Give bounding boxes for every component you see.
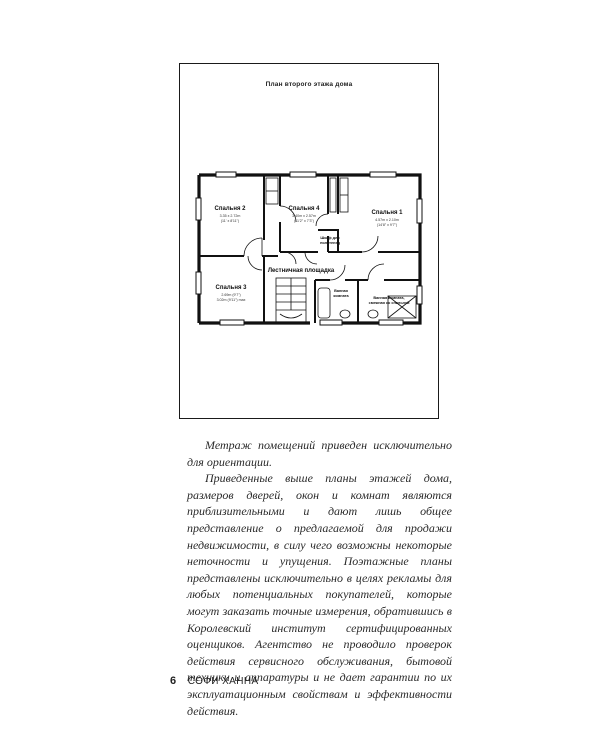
bedroom3-dim-ft: 3.02m (9'11") max xyxy=(217,298,246,302)
ensuite-label-2: смежная со спальней xyxy=(369,301,411,305)
page-number: 6 xyxy=(170,675,177,687)
door-swings xyxy=(243,205,385,281)
staircase xyxy=(275,277,307,323)
bedroom2-dim-ft: (11' x 8'11") xyxy=(221,219,239,223)
floor-plan-drawing: Спальня 2 3.35 x 2.72m (11' x 8'11") Спа… xyxy=(195,171,423,326)
landing-name: Лестничная площадка xyxy=(268,268,335,274)
bedroom1-dim-ft: (14'8" x 9'7") xyxy=(377,223,397,227)
bedroom4-dim-ft: (11'2" x 7'3") xyxy=(294,219,314,223)
bedroom3-name: Спальня 3 xyxy=(216,285,248,291)
ensuite-label-1: Ванная комната, xyxy=(373,296,404,300)
paragraph-1: Метраж помещений приведен исключительно … xyxy=(187,438,452,469)
bedroom2-name: Спальня 2 xyxy=(215,206,247,212)
footer-author: СОФИ ХАННА xyxy=(187,676,259,687)
wardrobes xyxy=(265,177,349,213)
closet-label-1: Шкаф для xyxy=(320,236,339,240)
bedroom4-dim-m: 3.40m x 2.57m xyxy=(292,214,316,218)
floor-plan-frame: План второго этажа дома xyxy=(179,63,439,419)
bathroom-label-2: комната xyxy=(333,294,349,298)
plan-title: План второго этажа дома xyxy=(265,81,353,88)
page-footer: 6 СОФИ ХАННА xyxy=(170,675,259,687)
paragraph-2: Приведенные выше планы этажей дома, разм… xyxy=(187,471,452,718)
bedroom1-dim-m: 4.57m x 2.10m xyxy=(375,218,399,222)
bedroom1-name: Спальня 1 xyxy=(372,210,404,216)
bedroom4-name: Спальня 4 xyxy=(289,206,321,212)
disclaimer-text: Метраж помещений приведен исключительно … xyxy=(187,437,452,719)
bedroom2-dim-m: 3.35 x 2.72m xyxy=(220,214,241,218)
bathroom-fixtures xyxy=(317,287,417,319)
bathroom-label-1: Ванная xyxy=(334,289,348,293)
bedroom3-dim-m: 2.69m (9'7") xyxy=(221,293,240,297)
closet-label-2: полотенец xyxy=(320,241,340,245)
windows xyxy=(195,171,423,326)
